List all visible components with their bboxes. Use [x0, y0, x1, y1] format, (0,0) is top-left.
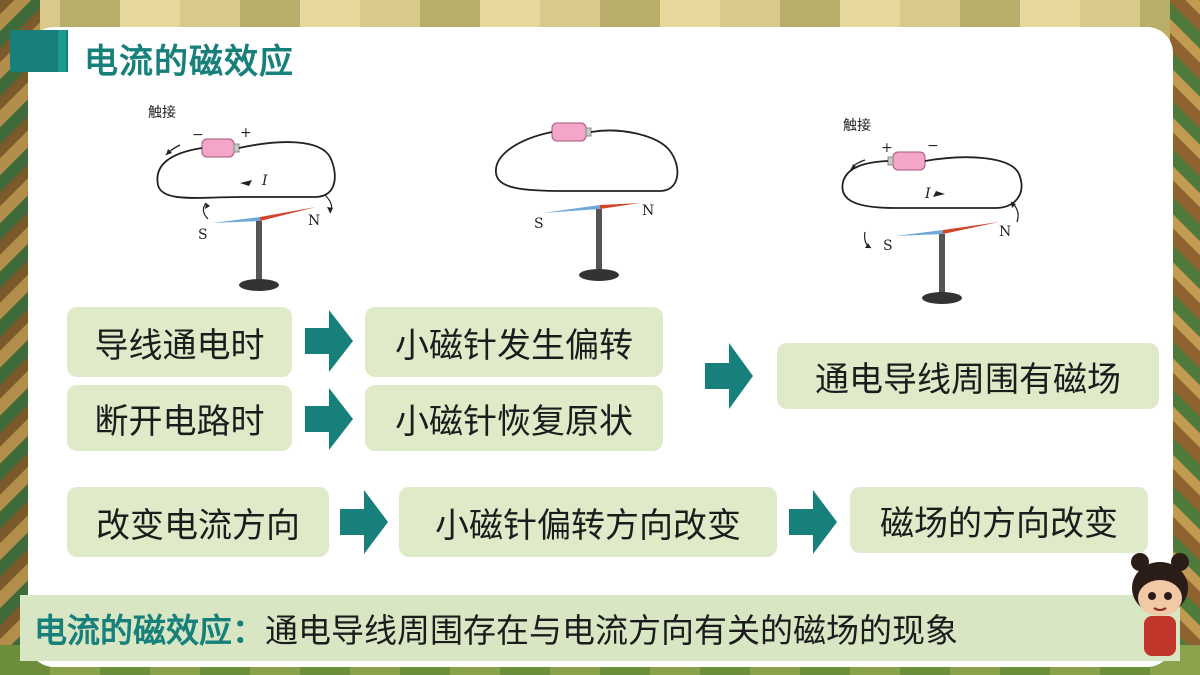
- decorative-background-top: [0, 0, 1200, 30]
- needle-stand: [596, 209, 602, 269]
- row2-effect-box: 小磁针恢复原状: [365, 385, 663, 451]
- north-label: N: [308, 213, 320, 229]
- current-label: I: [924, 186, 931, 202]
- needle-south-half: [542, 205, 600, 213]
- needle-stand: [256, 221, 262, 281]
- page-title: 电流的磁效应: [84, 42, 294, 82]
- north-label: N: [642, 203, 654, 219]
- row3-conclusion-arrow-icon: [789, 490, 837, 554]
- row3-arrow-icon: [340, 490, 388, 554]
- needle-stand: [939, 234, 945, 296]
- needle-south-half: [212, 217, 260, 223]
- row3-cause-box: 改变电流方向: [67, 487, 329, 557]
- stand-base: [239, 279, 279, 291]
- summary-definition: 通电导线周围存在与电流方向有关的磁场的现象: [265, 611, 958, 650]
- experiment-figure-1: 触接 − + I S N: [148, 104, 336, 291]
- conclusion-box: 通电导线周围有磁场: [777, 343, 1159, 409]
- conclusion-arrow-icon: [705, 343, 753, 409]
- battery-minus-label: −: [192, 127, 204, 143]
- row2-arrow-icon: [305, 388, 353, 450]
- south-label: S: [883, 238, 893, 254]
- row2-cause-box: 断开电路时: [67, 385, 292, 451]
- battery-icon: [892, 151, 926, 171]
- summary-term: 电流的磁效应：: [34, 611, 265, 650]
- south-label: S: [534, 216, 544, 232]
- touch-label: 触接: [843, 117, 871, 134]
- stand-base: [922, 292, 962, 304]
- battery-minus-label: −: [927, 138, 939, 154]
- battery-plus-label: +: [240, 125, 252, 141]
- stand-base: [579, 269, 619, 281]
- mascot-character-icon: [1131, 553, 1189, 656]
- touch-label: 触接: [148, 104, 176, 121]
- south-label: S: [198, 227, 208, 243]
- needle-north-half: [943, 222, 999, 234]
- experiment-figure-2: S N: [495, 122, 679, 281]
- experiment-figure-3: 触接 + − I S N: [841, 117, 1023, 304]
- wire-loop: [156, 141, 336, 199]
- needle-north-half: [260, 207, 316, 221]
- north-label: N: [999, 224, 1011, 240]
- wire-loop: [841, 156, 1023, 209]
- row3-conclusion-box: 磁场的方向改变: [850, 487, 1148, 553]
- row1-effect-box: 小磁针发生偏转: [365, 307, 663, 377]
- battery-icon: [201, 138, 235, 158]
- row1-arrow-icon: [305, 310, 353, 372]
- needle-south-half: [895, 230, 943, 236]
- row3-effect-box: 小磁针偏转方向改变: [399, 487, 777, 557]
- battery-icon: [551, 122, 587, 142]
- needle-north-half: [600, 203, 640, 209]
- current-label: I: [261, 173, 268, 189]
- wire-loop: [495, 129, 679, 192]
- row1-cause-box: 导线通电时: [67, 307, 292, 377]
- battery-plus-label: +: [881, 140, 893, 156]
- title-accent-stripe: [58, 30, 66, 72]
- summary-bar: 电流的磁效应： 通电导线周围存在与电流方向有关的磁场的现象: [20, 595, 1180, 661]
